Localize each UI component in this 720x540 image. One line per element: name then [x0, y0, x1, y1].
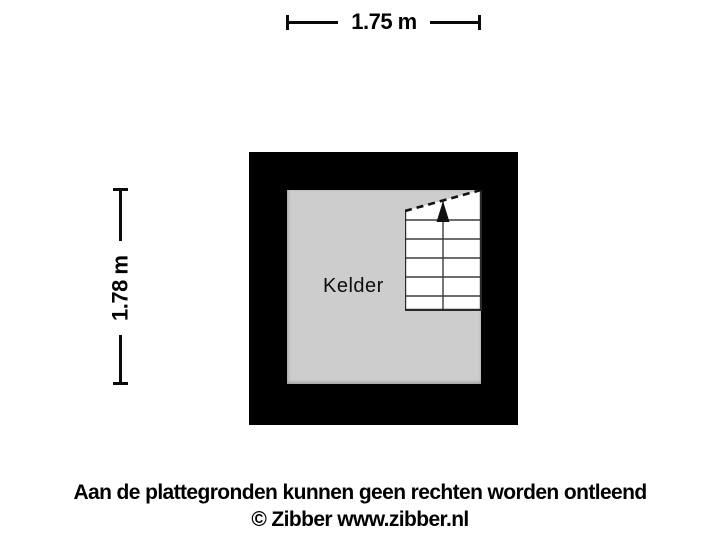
stairs-cut-line [405, 190, 482, 213]
copyright-text: © Zibber www.zibber.nl [251, 508, 469, 531]
top-dimension-tick-left [286, 15, 289, 30]
top-dimension-label: 1.75 m [338, 6, 430, 38]
left-dimension-tick-bottom [113, 382, 128, 385]
floorplan-walls: Kelder [249, 152, 518, 425]
top-dimension-tick-right [478, 15, 481, 30]
stairs-symbol [405, 190, 482, 311]
room-label: Kelder [323, 275, 384, 297]
stairs-outline [405, 190, 482, 311]
room-kelder: Kelder [287, 190, 482, 384]
left-dimension-tick-top [113, 188, 128, 191]
disclaimer-text: Aan de plattegronden kunnen geen rechten… [73, 481, 647, 504]
stairs-up-arrow-icon [436, 201, 450, 222]
left-dimension-label: 1.78 m [104, 241, 137, 335]
